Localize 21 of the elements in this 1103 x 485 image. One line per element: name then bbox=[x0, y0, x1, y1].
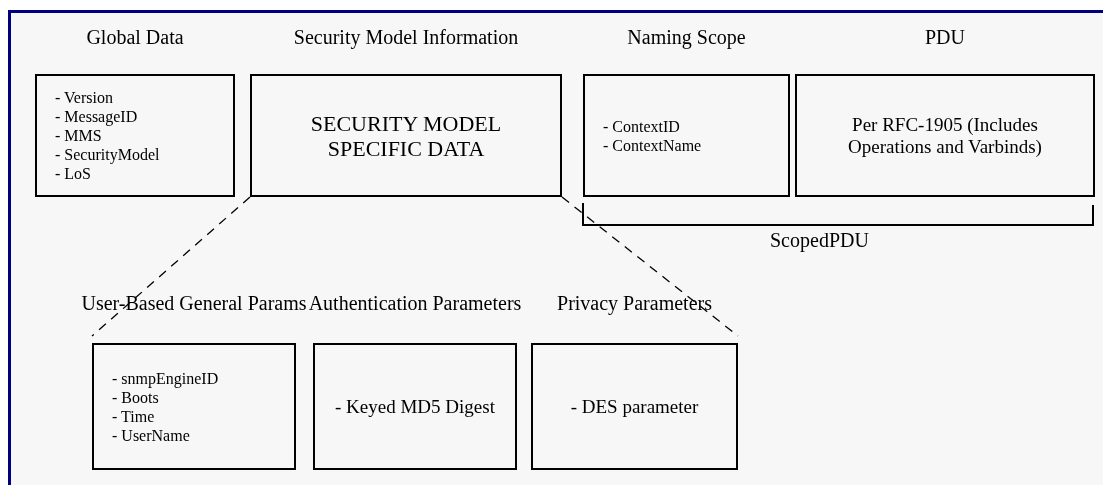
list-item: - LoS bbox=[55, 164, 91, 183]
bracket-label: ScopedPDU bbox=[770, 229, 869, 252]
dashed-line bbox=[91, 196, 251, 337]
list-item: - snmpEngineID bbox=[112, 368, 219, 388]
list-item: - ContextName bbox=[603, 135, 702, 155]
box-text: - Keyed MD5 Digest bbox=[335, 395, 495, 418]
box-text: - DES parameter bbox=[570, 395, 699, 418]
list-item: - SecurityModel bbox=[55, 145, 160, 164]
box-text: SECURITY MODEL SPECIFIC DATA bbox=[309, 110, 503, 161]
section-heading: PDU bbox=[924, 26, 966, 48]
box-text: Per RFC-1905 (Includes Operations and Varbinds) bbox=[847, 113, 1043, 158]
list-item: - ContextID bbox=[603, 116, 680, 136]
section-heading: Naming Scope bbox=[626, 26, 747, 48]
list-item: - Version bbox=[55, 88, 113, 107]
list-item: - MMS bbox=[55, 126, 102, 145]
list-item: - Time bbox=[112, 406, 155, 426]
section-heading: Security Model Information bbox=[292, 26, 520, 48]
list-item: - Boots bbox=[112, 388, 159, 407]
section-heading: Global Data bbox=[85, 26, 185, 48]
list-item: - MessageID bbox=[55, 107, 138, 126]
list-item: - UserName bbox=[112, 425, 190, 445]
